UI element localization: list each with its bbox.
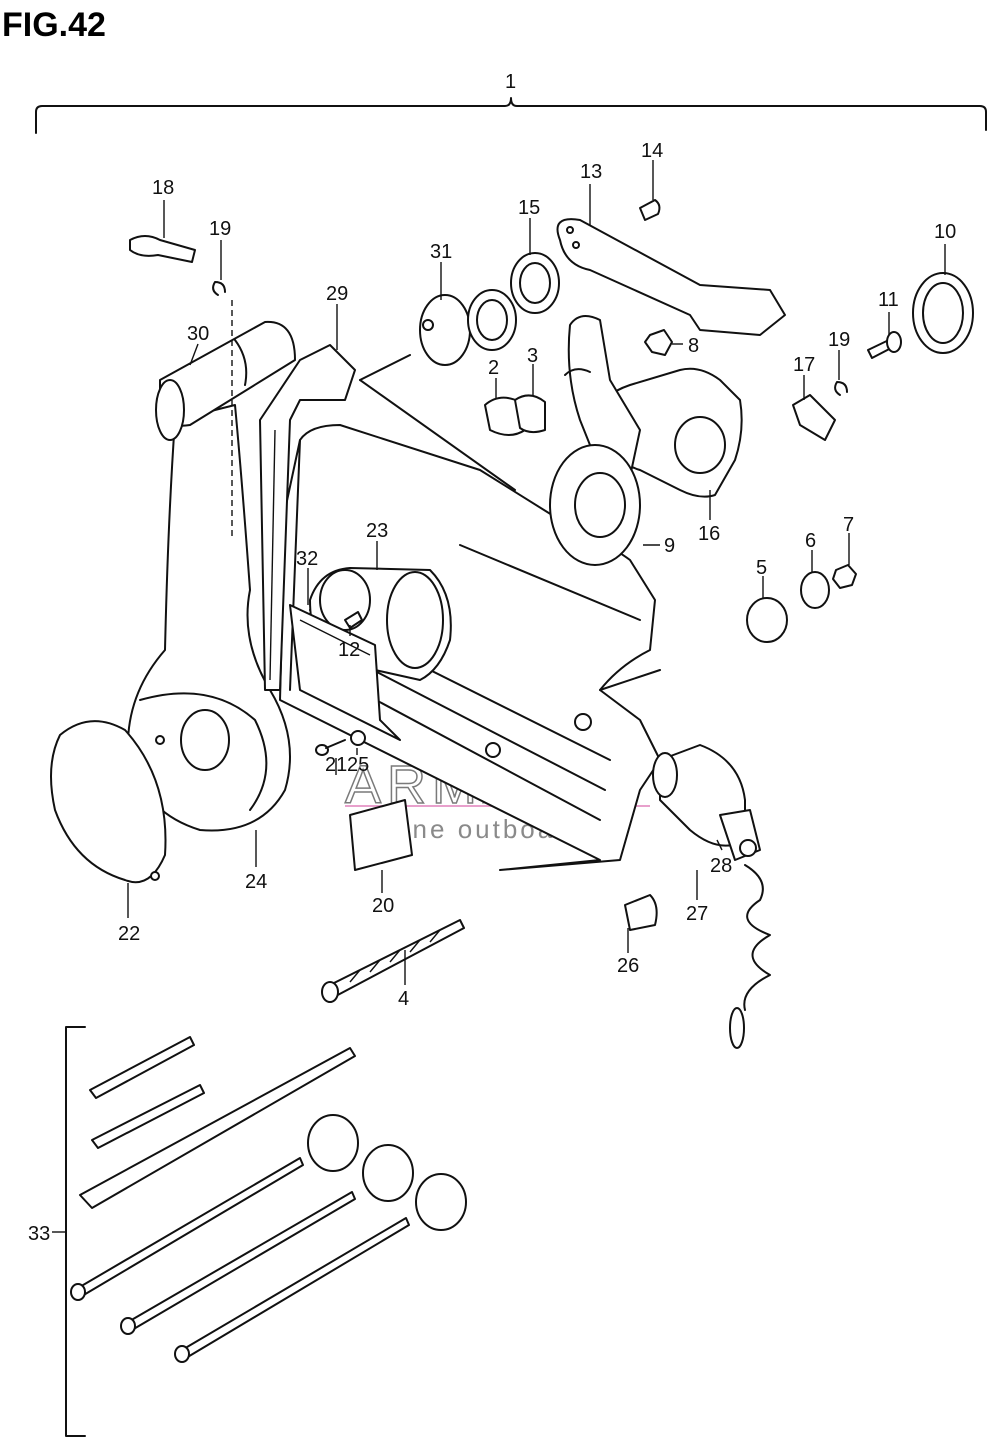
leader-lines [127, 160, 946, 985]
callout-25: 25 [347, 754, 369, 776]
part-29-lock-lever [259, 344, 356, 691]
callout-18: 18 [152, 177, 174, 199]
part-5-6-7 [746, 564, 857, 643]
callout-6: 6 [805, 530, 816, 552]
callout-27: 27 [686, 903, 708, 925]
callout-2: 2 [488, 357, 499, 379]
callout-31: 31 [430, 241, 452, 263]
part-28-stop-switch [652, 744, 771, 1049]
part-15-washer [467, 252, 560, 351]
assembly-bracket [35, 97, 987, 134]
part-33-kit [70, 1036, 467, 1363]
part-22-cover [50, 720, 167, 884]
callout-20: 20 [372, 895, 394, 917]
callout-1: 1 [505, 71, 516, 93]
part-25-washer [350, 730, 366, 746]
callout-19-right: 19 [828, 329, 850, 351]
part-21-screw [315, 739, 346, 756]
callout-30: 30 [187, 323, 209, 345]
callout-16: 16 [698, 523, 720, 545]
part-8-nut [644, 329, 673, 356]
callout-14: 14 [641, 140, 663, 162]
part-9-washer [549, 444, 641, 566]
part-26-clip [624, 894, 658, 931]
callout-19-left: 19 [209, 218, 231, 240]
part-17-bracket [792, 394, 836, 441]
callout-11: 11 [878, 289, 899, 311]
callout-8: 8 [688, 335, 699, 357]
callout-32: 32 [296, 548, 318, 570]
part-13-arm [556, 218, 786, 336]
figure-title: FIG.42 [2, 6, 106, 44]
callout-23: 23 [366, 520, 388, 542]
callout-7: 7 [843, 514, 854, 536]
callout-labels: 1 2 3 4 5 6 7 8 9 10 11 12 13 14 15 16 1… [28, 71, 956, 1245]
callout-24: 24 [245, 871, 267, 893]
callout-33: 33 [28, 1223, 50, 1245]
callout-28: 28 [710, 855, 732, 877]
callout-3: 3 [527, 345, 538, 367]
part-32-slide [289, 604, 401, 741]
part-31-bushing [419, 294, 471, 366]
part-4-bolt [321, 919, 465, 1003]
callout-13: 13 [580, 161, 602, 183]
part-2-3-collars [484, 394, 546, 436]
callout-26: 26 [617, 955, 639, 977]
callout-21: 21 [325, 754, 347, 776]
callout-10: 10 [934, 221, 956, 243]
part-14-screw [639, 199, 661, 221]
part-10-ring [912, 272, 974, 354]
callout-9: 9 [664, 535, 675, 557]
part-24-lever-arm [127, 404, 291, 832]
part-20-bracket [349, 799, 413, 871]
callout-17: 17 [793, 354, 815, 376]
callout-15: 15 [518, 197, 540, 219]
part-19-clips [212, 281, 848, 396]
part-30-handle-grip [155, 320, 296, 441]
part-11-bolt [867, 331, 902, 359]
callout-12: 12 [338, 639, 360, 661]
callout-5: 5 [756, 557, 767, 579]
kit-bracket [52, 1026, 86, 1437]
part-18-bolt [129, 235, 196, 263]
callout-22: 22 [118, 923, 140, 945]
part-12-screw [344, 611, 363, 629]
callout-29: 29 [326, 283, 348, 305]
callout-4: 4 [398, 988, 409, 1010]
